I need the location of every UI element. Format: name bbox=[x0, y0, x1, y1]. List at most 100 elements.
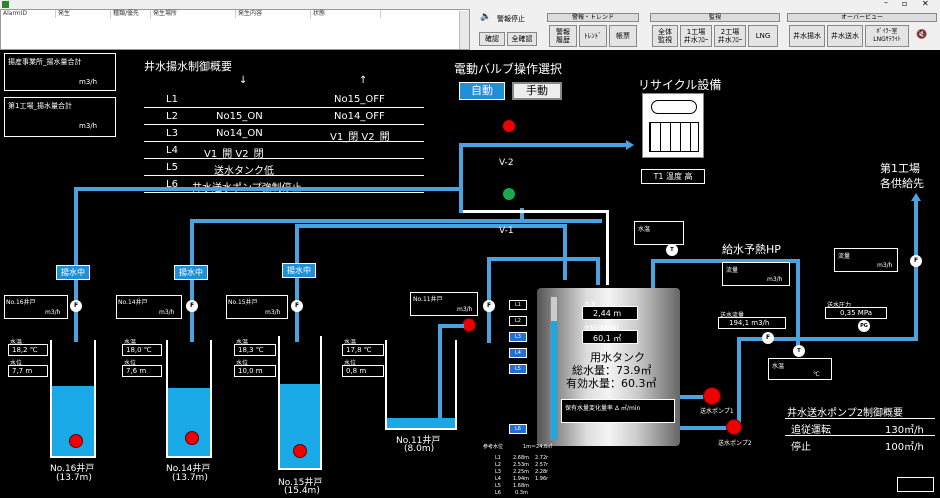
trend-button[interactable]: ﾄﾚﾝﾄﾞ bbox=[579, 25, 607, 47]
well11-level-label: 水位 bbox=[344, 360, 357, 367]
pipe-preheat-down bbox=[651, 259, 655, 297]
confirm-button[interactable]: 確認 bbox=[479, 32, 505, 46]
up-arrow-icon: ↑ bbox=[359, 75, 368, 86]
total-pump-title-2: 第1工場_揚水量合計 bbox=[8, 102, 72, 110]
tank-water-temp-box: 水温 bbox=[634, 221, 684, 245]
recycle-status: T1 温度 高 bbox=[641, 169, 705, 184]
pipe-well11-in bbox=[596, 257, 600, 285]
well16-depth: (13.7m) bbox=[56, 473, 92, 483]
pipe-header3 bbox=[295, 224, 565, 228]
tank-change-rate: 保有水量変化量率 Δ ㎥/min bbox=[561, 399, 675, 423]
valve-select-title: 電動バルブ操作選択 bbox=[454, 62, 563, 76]
well16-flow-box: No.16井戸 m3/h bbox=[4, 295, 68, 319]
lng-button[interactable]: LNG bbox=[748, 25, 778, 47]
supply-flow-box: 流量 m3/h bbox=[834, 248, 898, 272]
well16-flow-icon: F bbox=[70, 300, 82, 312]
valve-v1-label: V-1 bbox=[499, 226, 514, 236]
report-button[interactable]: 帳票 bbox=[609, 25, 637, 47]
recycle-equipment bbox=[642, 93, 704, 158]
alarm-scrollbar[interactable] bbox=[459, 11, 469, 49]
close-icon[interactable]: ✕ bbox=[922, 0, 929, 8]
well11-pump-icon[interactable] bbox=[462, 318, 476, 332]
recycle-fan-icon bbox=[651, 100, 697, 114]
well16-name: No.16井戸 bbox=[50, 464, 95, 474]
well15-name: No.15井戸 bbox=[278, 478, 323, 488]
pipe-v1 bbox=[520, 208, 524, 221]
pipe-supply bbox=[737, 337, 917, 341]
plant2-flow-button[interactable]: 2工場 井水ﾌﾛｰ bbox=[714, 25, 746, 47]
send-temp-box: 水温 ℃ bbox=[768, 358, 832, 380]
alarm-list[interactable]: AlarmID 発生 種類/優先 発生場所 発生内容 状態 bbox=[0, 9, 470, 50]
alarm-col-type: 種類/優先 bbox=[111, 10, 151, 18]
arrow-up-icon bbox=[911, 193, 921, 201]
manual-mode-button[interactable]: 手動 bbox=[512, 82, 562, 100]
well15-flow-icon: F bbox=[291, 300, 303, 312]
tank-depth: 2,44 m bbox=[582, 306, 638, 320]
alarm-col-id: AlarmID bbox=[1, 10, 56, 18]
well15-status-badge: 揚水中 bbox=[282, 263, 316, 278]
well11-flow-box: No.11井戸 m3/h bbox=[410, 292, 478, 316]
well-send-button[interactable]: 井水送水 bbox=[827, 25, 863, 47]
speaker-mute-icon[interactable]: 🔇 bbox=[916, 30, 928, 40]
well11-flow-icon: F bbox=[483, 300, 495, 312]
total-pump-unit-1: m3/h bbox=[79, 78, 98, 86]
group-overview: オーバービュー bbox=[787, 13, 937, 22]
well15-pump-icon[interactable] bbox=[293, 444, 307, 458]
pump-summary-row1-value: 130㎥/h bbox=[885, 425, 924, 436]
minimize-icon[interactable]: – bbox=[884, 0, 888, 7]
overall-monitor-button[interactable]: 全体 監視 bbox=[652, 25, 678, 47]
status-indicator-box bbox=[897, 477, 934, 492]
pipe-main-header bbox=[74, 187, 463, 191]
total-pump-panel-1: 揚産事業所_揚水量合計 m3/h bbox=[4, 53, 116, 91]
tank-level-l4: L4 bbox=[509, 348, 527, 358]
total-pump-title-1: 揚産事業所_揚水量合計 bbox=[8, 58, 82, 66]
valve-v2-actuator-icon[interactable] bbox=[503, 120, 515, 132]
send-flow-icon: F bbox=[762, 332, 774, 344]
pressure-value: 0,35 MPa bbox=[825, 307, 887, 319]
well14-pump-icon[interactable] bbox=[185, 431, 199, 445]
well15-level: 10,0 m bbox=[234, 365, 276, 377]
alarm-stop-label[interactable]: 警報停止 bbox=[497, 15, 525, 23]
pipe-into-tank bbox=[563, 224, 567, 280]
alarm-history-button[interactable]: 警報 履歴 bbox=[549, 25, 577, 47]
pipe-well11-pump bbox=[440, 324, 464, 328]
well16-level: 7,7 m bbox=[8, 365, 48, 377]
well15-temp-label: 水温 bbox=[236, 339, 249, 346]
tank-effective: 有効水量：60.3㎥ bbox=[566, 377, 657, 390]
tank-volume-label: 体積[換算値] bbox=[584, 325, 619, 332]
pump2-control-summary: 井水送水ポンプ2制御概要 追従運転 130㎥/h 停止 100㎥/h bbox=[785, 401, 935, 455]
well16-status-badge: 揚水中 bbox=[56, 265, 90, 280]
well14-depth: (13.7m) bbox=[172, 473, 208, 483]
pipe-white-top bbox=[463, 210, 609, 213]
tank-level-fill bbox=[551, 321, 557, 439]
send-temp-sensor-icon: T bbox=[793, 345, 805, 357]
boiler-lng-button[interactable]: ﾎﾞｲﾗｰ室 LNGｻﾃﾗｲﾄ bbox=[865, 25, 909, 47]
valve-v1-actuator-icon[interactable] bbox=[503, 188, 515, 200]
pipe-pump1 bbox=[680, 395, 710, 399]
well16-pump-icon[interactable] bbox=[69, 434, 83, 448]
plant1-flow-button[interactable]: 1工場 井水ﾌﾛｰ bbox=[680, 25, 712, 47]
recycle-title: リサイクル設備 bbox=[638, 78, 722, 92]
well-pump-button[interactable]: 井水揚水 bbox=[789, 25, 825, 47]
total-pump-unit-2: m3/h bbox=[79, 122, 98, 130]
well16-shaft bbox=[50, 340, 96, 458]
well11-temp: 17,8 ℃ bbox=[342, 344, 384, 356]
maximize-icon[interactable]: ▫ bbox=[902, 0, 908, 8]
temp-sensor-icon: T bbox=[666, 244, 678, 256]
pipe-vertical-v2 bbox=[459, 143, 463, 213]
auto-mode-button[interactable]: 自動 bbox=[459, 82, 505, 100]
pipe-white-down bbox=[606, 210, 609, 285]
confirm-all-button[interactable]: 全確認 bbox=[507, 32, 537, 46]
arrow-right-icon bbox=[626, 140, 634, 150]
pump-summary-title: 井水送水ポンプ2制御概要 bbox=[787, 408, 904, 419]
send-pump2-icon[interactable] bbox=[726, 419, 742, 435]
tank-total: 総水量：73.9㎥ bbox=[572, 364, 652, 377]
well11-depth: (8.0m) bbox=[404, 444, 435, 454]
tank-level-l2: L2 bbox=[509, 316, 527, 326]
send-pump1-icon[interactable] bbox=[703, 387, 721, 405]
pipe-well16 bbox=[74, 187, 78, 342]
